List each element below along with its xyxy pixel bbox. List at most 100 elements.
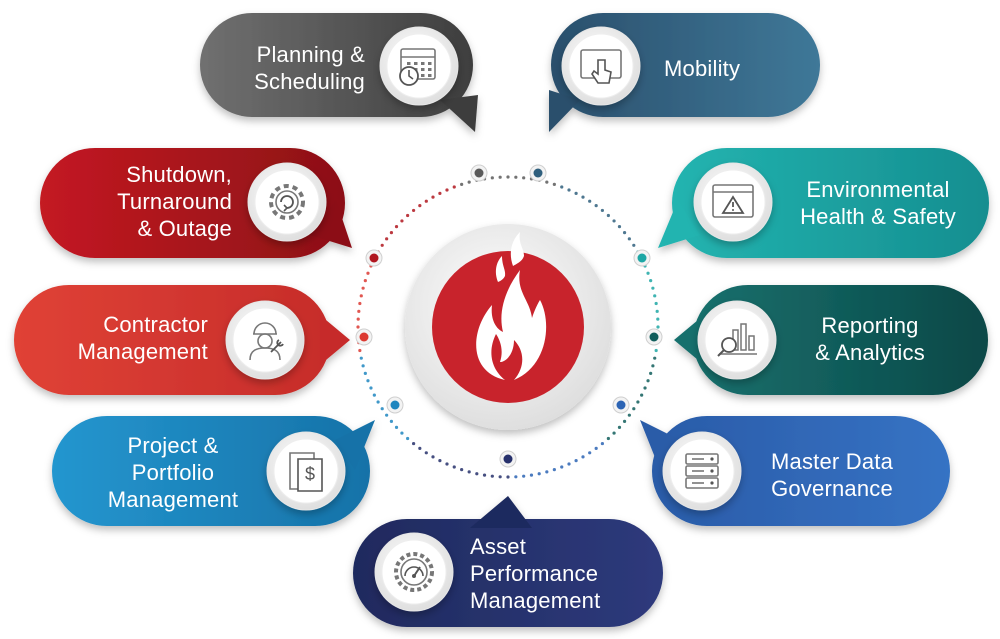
center-hub: [405, 224, 611, 430]
chart-magnifier-icon: [717, 323, 757, 357]
ring-dot: [467, 470, 471, 474]
ring-dot: [361, 286, 365, 290]
ring-dot: [380, 407, 384, 411]
server-rack-icon: [685, 453, 719, 489]
ring-dot: [522, 176, 526, 180]
ring-node-core: [503, 454, 513, 464]
ring-dot: [514, 475, 518, 479]
ring-dot: [482, 473, 487, 477]
ring-dot: [560, 185, 564, 189]
ring-node-core: [533, 168, 543, 178]
icon-disc-contractor-management: [225, 300, 305, 380]
ring-dot: [574, 459, 578, 463]
ring-dot: [612, 431, 616, 435]
ring-dot: [656, 325, 660, 329]
ring-dot: [632, 407, 636, 411]
ring-dot: [574, 191, 578, 195]
ring-dot: [431, 455, 435, 459]
ring-dot: [537, 472, 541, 476]
ring-dot: [646, 379, 650, 383]
label-reporting-analytics: Reporting& Analytics: [815, 313, 925, 365]
ring-dot: [514, 175, 518, 179]
label-shutdown-turnaround-outage: Shutdown,Turnaround& Outage: [117, 162, 232, 241]
ring-dot: [460, 182, 464, 186]
ring-dot: [646, 271, 650, 275]
ring-dot: [622, 419, 627, 423]
ring-dot: [424, 199, 428, 203]
ring-dot: [418, 446, 422, 450]
ring-dot: [406, 436, 410, 441]
ring-dot: [612, 219, 616, 223]
icon-disc-project-portfolio-management: $: [266, 431, 346, 511]
ring-dot: [358, 301, 362, 306]
ring-dot: [412, 208, 416, 213]
pill-reporting-analytics[interactable]: [674, 285, 988, 395]
ring-dot: [653, 356, 657, 360]
ring-dot: [600, 441, 604, 446]
touch-tablet-icon: [580, 49, 622, 84]
icon-disc-master-data-governance: [662, 431, 742, 511]
gear-cycle-icon: [269, 184, 305, 220]
ring-dot: [356, 325, 360, 329]
ring-dot: [649, 279, 653, 283]
icon-disc-asset-performance-management: [374, 532, 454, 612]
label-mobility: Mobility: [664, 56, 741, 81]
ring-dot: [490, 176, 494, 180]
worker-wrench-icon: [249, 322, 284, 361]
ring-dot: [394, 425, 399, 429]
ring-dot: [588, 451, 592, 455]
ring-dot: [588, 199, 592, 203]
ring-dot: [643, 386, 647, 390]
ring-dot: [452, 465, 456, 469]
ring-dot: [581, 195, 585, 199]
ring-dot: [656, 317, 660, 321]
ring-dot: [632, 243, 636, 247]
ring-dot: [357, 309, 361, 313]
ring-node-core: [649, 332, 659, 342]
ring-dot: [545, 470, 549, 474]
ring-node-core: [359, 332, 369, 342]
invoice-dollar-icon: $: [289, 452, 323, 492]
flame-icon: [476, 232, 547, 380]
ring-dot: [651, 286, 655, 290]
ring-dot: [452, 185, 456, 189]
svg-text:$: $: [305, 464, 315, 484]
ring-dot: [372, 393, 376, 397]
ring-dot: [606, 213, 610, 218]
ring-dot: [431, 195, 435, 199]
ring-dot: [369, 386, 373, 390]
ring-dot: [636, 400, 640, 404]
ring-dot: [490, 474, 494, 478]
ring-dot: [460, 468, 464, 472]
ring-dot: [389, 419, 394, 423]
ring-node-core: [474, 168, 484, 178]
ring-dot: [363, 371, 367, 375]
warning-window-icon: [712, 184, 754, 218]
ring-dot: [649, 371, 653, 375]
ring-dot: [498, 175, 502, 179]
ring-dot: [356, 317, 360, 321]
ring-dot: [385, 237, 389, 241]
ring-dot: [376, 400, 380, 404]
gauge-gear-icon: [394, 552, 434, 592]
calendar-clock-icon: [399, 48, 436, 86]
ring-dot: [655, 309, 659, 313]
ring-dot: [594, 204, 598, 208]
dotted-ring: [355, 164, 663, 479]
ring-dot: [654, 348, 658, 353]
ring-dot: [552, 468, 556, 472]
ring-dot: [506, 175, 510, 179]
ring-dot: [617, 225, 622, 229]
ring-dot: [654, 301, 658, 306]
ring-dot: [606, 436, 610, 441]
ring-dot: [366, 379, 370, 383]
ring-dot: [394, 225, 399, 229]
ring-dot: [506, 475, 510, 479]
ring-dot: [438, 191, 442, 195]
ring-dot: [389, 231, 394, 235]
ring-dot: [653, 294, 657, 298]
ring-dot: [418, 204, 422, 208]
